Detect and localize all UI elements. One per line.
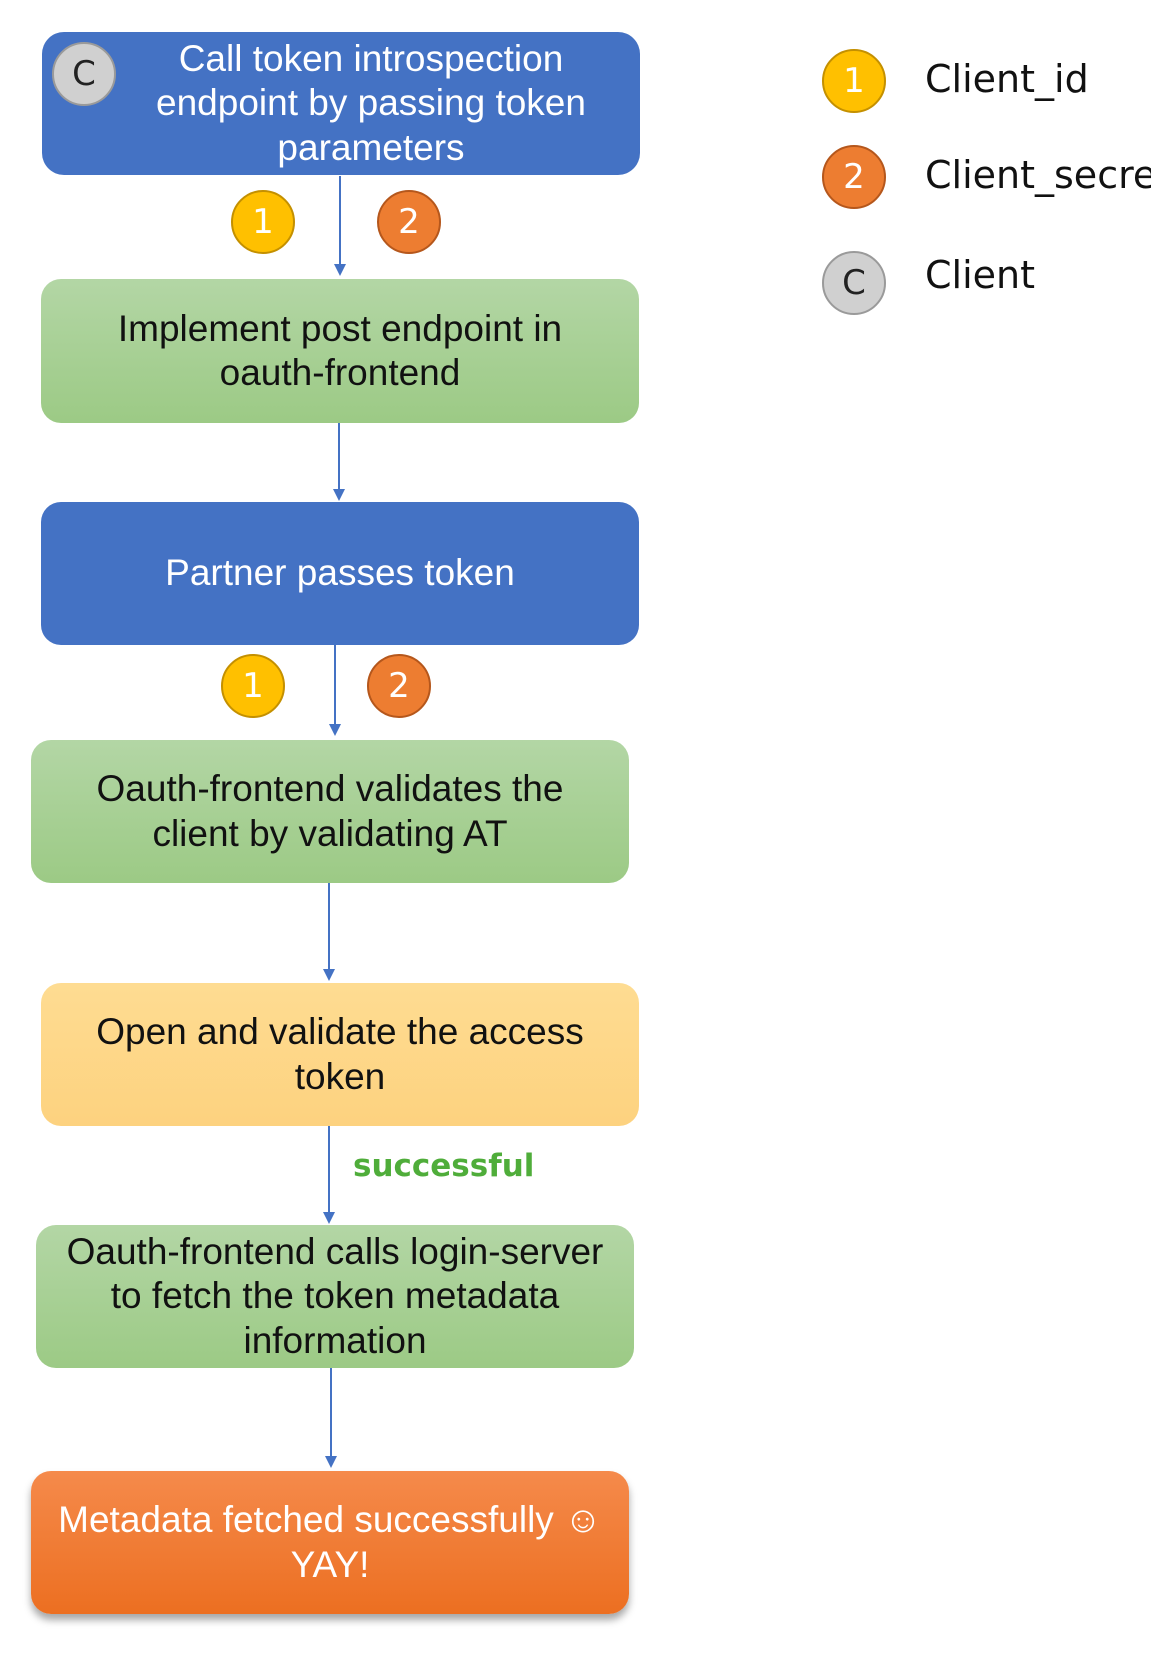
- successful-label: successful: [353, 1148, 535, 1184]
- legend-client-marker: C: [822, 251, 886, 315]
- client-secret-badge: 2: [367, 654, 431, 718]
- step-7-label: Metadata fetched successfully ☺ YAY!: [58, 1499, 602, 1585]
- step-4-label: Oauth-frontend validates the client by v…: [96, 768, 564, 854]
- step-3-partner-passes-token: Partner passes token: [41, 502, 639, 645]
- step-2-label: Implement post endpoint in oauth-fronten…: [117, 307, 563, 393]
- step-7-metadata-fetched: Metadata fetched successfully ☺ YAY!: [31, 1471, 629, 1614]
- legend-client-id-marker: 1: [822, 49, 886, 113]
- client-id-badge: 1: [231, 190, 295, 254]
- legend-client-label: Client: [925, 253, 1036, 297]
- legend-client-secret-marker: 2: [822, 145, 886, 209]
- step-4-validate-client: Oauth-frontend validates the client by v…: [31, 740, 629, 883]
- legend-client-secret-label: Client_secret: [925, 153, 1151, 197]
- step-3-label: Partner passes token: [165, 552, 515, 594]
- step-1-label: Call token introspection endpoint by pas…: [156, 38, 586, 168]
- step-1-call-introspection: Call token introspection endpoint by pas…: [42, 32, 640, 175]
- legend-client-id-label: Client_id: [925, 57, 1089, 101]
- step-5-open-validate-token: Open and validate the access token: [41, 983, 639, 1126]
- step-6-fetch-metadata: Oauth-frontend calls login-server to fet…: [36, 1225, 634, 1368]
- step-6-label: Oauth-frontend calls login-server to fet…: [66, 1231, 604, 1361]
- step-5-label: Open and validate the access token: [96, 1011, 584, 1097]
- client-id-badge: 1: [221, 654, 285, 718]
- step-2-implement-post-endpoint: Implement post endpoint in oauth-fronten…: [41, 279, 639, 423]
- client-secret-badge: 2: [377, 190, 441, 254]
- client-badge: C: [52, 42, 116, 106]
